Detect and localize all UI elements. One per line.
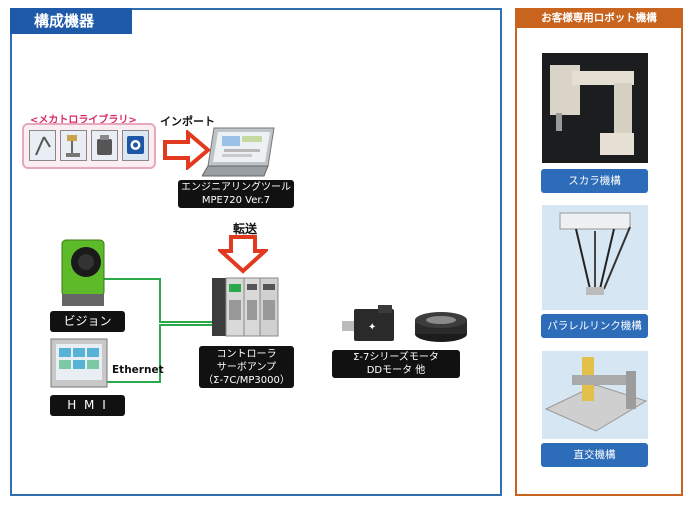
controller-label-line3: （Σ-7C/MP3000） xyxy=(203,375,290,386)
import-label: インポート xyxy=(160,115,215,128)
scara-robot-image xyxy=(542,53,648,163)
robot-label: パラレルリンク機構 xyxy=(541,314,648,338)
transfer-arrow-icon xyxy=(218,235,268,274)
left-panel-title: 構成機器 xyxy=(10,8,132,34)
controller-label-line1: コントローラ xyxy=(216,349,277,360)
motor-label-line1: Σ-7シリーズモータ xyxy=(353,352,439,363)
cartesian-robot-image xyxy=(542,351,648,439)
hmi-label: H M I xyxy=(50,395,125,416)
controller-icon xyxy=(212,277,279,337)
engineering-tool-name: エンジニアリングツール xyxy=(181,182,291,193)
library-box xyxy=(22,123,156,169)
controller-label: コントローラ サーボアンプ （Σ-7C/MP3000） xyxy=(199,346,294,388)
library-item-icon xyxy=(91,130,118,161)
library-item-icon xyxy=(29,130,56,161)
laptop-icon xyxy=(202,127,275,177)
library-item-icon xyxy=(122,130,149,161)
svg-text:✦: ✦ xyxy=(368,322,376,333)
dd-motor-icon xyxy=(415,312,467,342)
vision-camera-icon xyxy=(61,239,105,306)
servo-motor-icon: ✦ xyxy=(342,305,394,341)
controller-label-line2: サーボアンプ xyxy=(216,362,277,373)
hmi-icon xyxy=(50,338,108,388)
ethernet-label: Ethernet xyxy=(112,364,164,376)
engineering-tool-label: エンジニアリングツール MPE720 Ver.7 xyxy=(178,180,294,208)
transfer-label: 転送 xyxy=(233,222,258,236)
vision-label: ビジョン xyxy=(50,311,125,332)
library-label: <メカトロライブラリ> xyxy=(30,115,137,126)
engineering-tool-version: MPE720 Ver.7 xyxy=(201,195,271,206)
motor-label: Σ-7シリーズモータ DDモータ 他 xyxy=(332,350,460,378)
import-arrow-icon xyxy=(163,130,212,170)
robot-label: 直交機構 xyxy=(541,443,648,467)
parallel-link-robot-image xyxy=(542,205,648,310)
left-panel xyxy=(10,8,502,496)
right-panel-title: お客様専用ロボット機構 xyxy=(515,8,683,28)
robot-label: スカラ機構 xyxy=(541,169,648,193)
motor-label-line2: DDモータ 他 xyxy=(366,365,426,376)
library-item-icon xyxy=(60,130,87,161)
